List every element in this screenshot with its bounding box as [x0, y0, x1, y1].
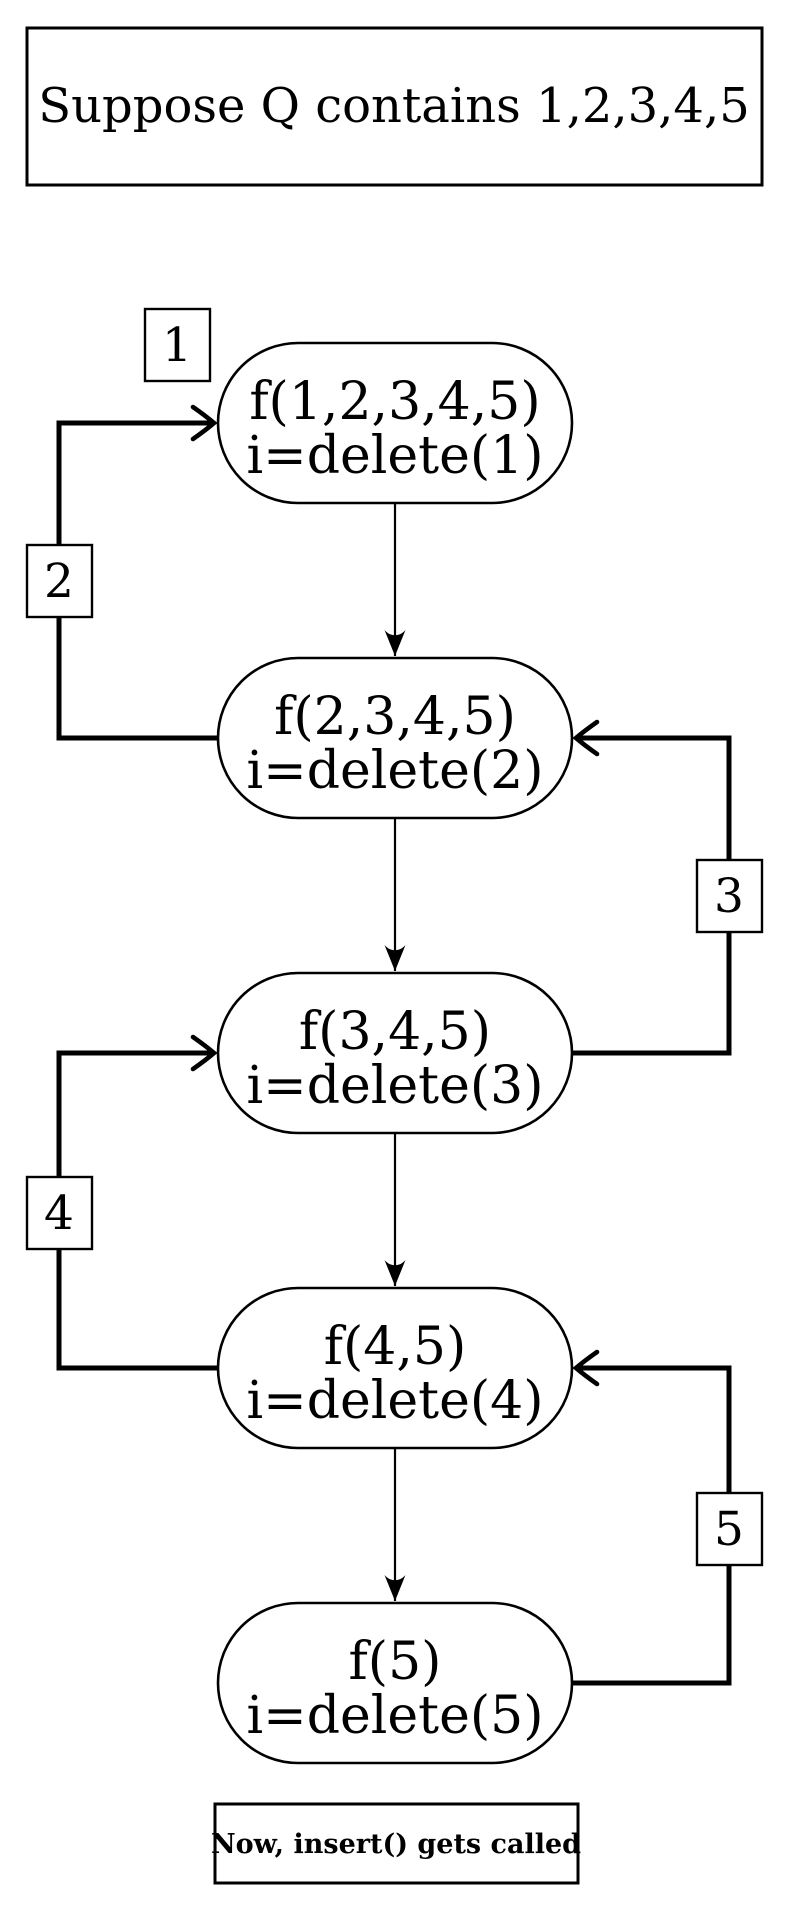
- edge-label-5-box: [695, 1491, 764, 1567]
- edge-label-1: 1: [143, 307, 212, 383]
- footer-text: Now, insert() gets called: [211, 1829, 581, 1860]
- node-5: f(5) i=delete(5): [216, 1601, 574, 1765]
- node-2-line2: i=delete(2): [247, 741, 544, 801]
- node-5-line1: f(5): [349, 1632, 442, 1692]
- edge-label-3-text: 3: [714, 869, 744, 924]
- edge-label-4-box: [25, 1175, 94, 1251]
- node-2-shape: [216, 656, 574, 820]
- edge-label-1-box: [143, 307, 212, 383]
- node-3: f(3,4,5) i=delete(3): [216, 971, 574, 1135]
- edge-label-1-text: 1: [162, 318, 192, 373]
- node-5-shape: [216, 1601, 574, 1765]
- node-4: f(4,5) i=delete(4): [216, 1286, 574, 1450]
- node-3-line2: i=delete(3): [247, 1056, 544, 1116]
- edge-label-2-text: 2: [44, 554, 74, 609]
- edge-label-4: 4: [25, 1175, 94, 1251]
- node-2-line1: f(2,3,4,5): [274, 687, 516, 747]
- edge-label-2: 2: [25, 543, 94, 619]
- edge-label-3: 3: [695, 858, 764, 934]
- edge-label-4-text: 4: [44, 1186, 74, 1241]
- node-4-line2: i=delete(4): [247, 1371, 544, 1431]
- node-4-shape: [216, 1286, 574, 1450]
- node-4-line1: f(4,5): [324, 1317, 467, 1377]
- node-5-line2: i=delete(5): [247, 1686, 544, 1746]
- edge-label-3-box: [695, 858, 764, 934]
- edge-label-5-text: 5: [714, 1502, 744, 1557]
- node-3-shape: [216, 971, 574, 1135]
- node-3-line1: f(3,4,5): [299, 1002, 491, 1062]
- node-1-line1: f(1,2,3,4,5): [249, 372, 540, 432]
- node-1-line2: i=delete(1): [247, 426, 544, 486]
- title-text: Suppose Q contains 1,2,3,4,5: [38, 78, 750, 134]
- node-1: f(1,2,3,4,5) i=delete(1): [216, 341, 574, 505]
- footer-box: [213, 1802, 580, 1885]
- node-1-shape: [216, 341, 574, 505]
- title-box: [25, 26, 764, 187]
- node-2: f(2,3,4,5) i=delete(2): [216, 656, 574, 820]
- edge-label-5: 5: [695, 1491, 764, 1567]
- edge-label-2-box: [25, 543, 94, 619]
